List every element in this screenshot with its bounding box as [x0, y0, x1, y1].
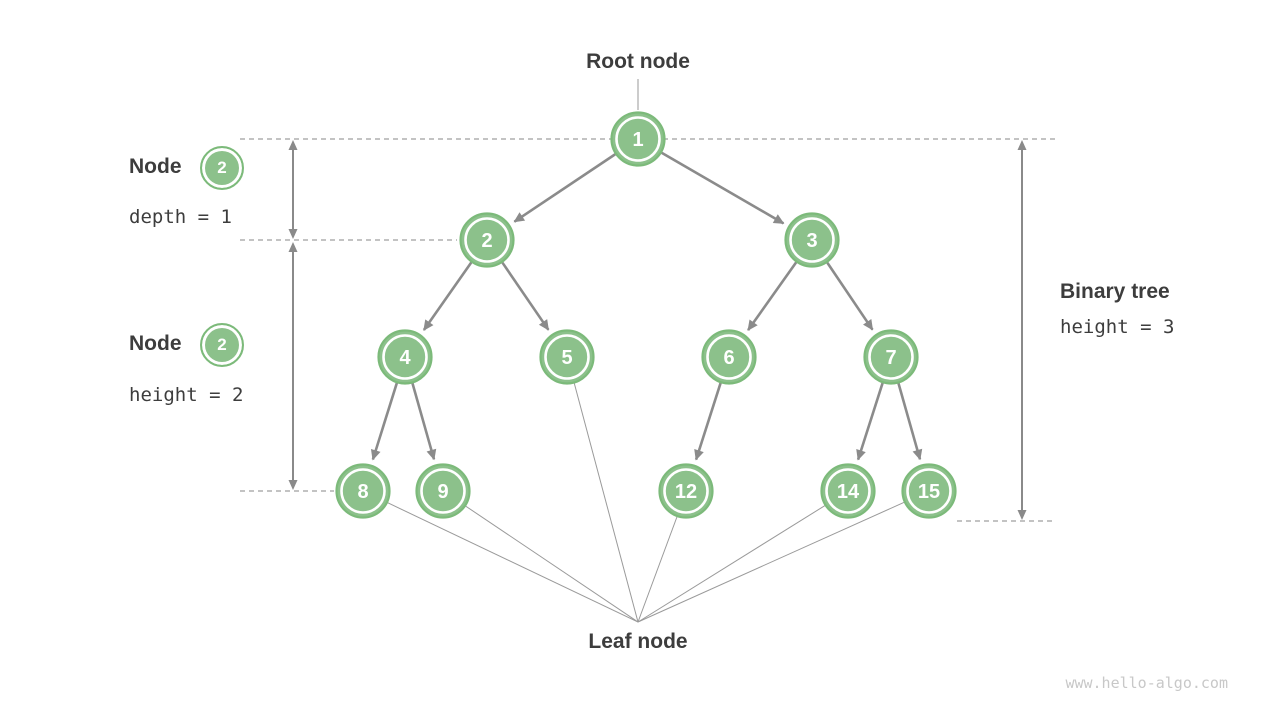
tree-edge-3-6 — [747, 261, 798, 331]
tree-nodes: 1 2 3 4 5 6 7 — [335, 111, 957, 519]
tree-edge-2-5 — [501, 261, 550, 331]
tree-node-15: 15 — [901, 463, 957, 519]
tree-node-12: 12 — [658, 463, 714, 519]
tree-node-value: 1 — [632, 129, 643, 151]
tree-node-value: 2 — [481, 230, 492, 252]
height-annotation-caption: height = 2 — [129, 384, 244, 406]
leaf-pointer-lines — [387, 382, 905, 623]
tree-node-6: 6 — [701, 329, 757, 385]
leaf-line-5 — [573, 382, 639, 623]
tree-node-value: 5 — [561, 347, 572, 369]
tree-edge-7-14 — [856, 382, 884, 461]
tree-edge-2-4 — [422, 261, 473, 331]
tree-node-14: 14 — [820, 463, 876, 519]
tree-node-value: 14 — [837, 481, 860, 503]
badge-value: 2 — [217, 335, 227, 354]
leaf-line-9 — [465, 505, 639, 623]
height-annotation-node-badge: 2 — [200, 323, 244, 367]
leaf-line-14 — [637, 504, 826, 623]
depth-annotation-caption: depth = 1 — [129, 206, 232, 228]
tree-node-value: 15 — [918, 481, 940, 503]
tree-height-annotation-title: Binary tree — [1060, 280, 1170, 303]
node-height-measure-arrow — [288, 242, 298, 490]
tree-node-8: 8 — [335, 463, 391, 519]
tree-edge-7-15 — [897, 382, 923, 461]
tree-node-7: 7 — [863, 329, 919, 385]
tree-height-measure-arrow — [1017, 140, 1027, 520]
leaf-line-15 — [637, 501, 905, 623]
tree-node-value: 7 — [885, 347, 896, 369]
leaf-node-label: Leaf node — [588, 630, 688, 653]
tree-node-9: 9 — [415, 463, 471, 519]
tree-node-value: 3 — [806, 230, 817, 252]
badge-value: 2 — [217, 158, 227, 177]
tree-node-value: 12 — [675, 481, 697, 503]
tree-edge-1-2 — [513, 152, 617, 223]
depth-annotation-title: Node — [129, 155, 182, 178]
tree-edges — [370, 151, 923, 461]
height-annotation-title: Node — [129, 332, 182, 355]
tree-node-3: 3 — [784, 212, 840, 268]
tree-edge-6-12 — [694, 382, 722, 461]
tree-node-value: 4 — [399, 347, 411, 369]
tree-edge-3-7 — [826, 261, 874, 331]
tree-node-2: 2 — [459, 212, 515, 268]
leaf-line-8 — [387, 502, 639, 623]
tree-edge-1-3 — [660, 151, 785, 225]
leaf-line-12 — [637, 516, 678, 623]
depth-measure-arrow — [288, 140, 298, 239]
tree-node-value: 6 — [723, 347, 734, 369]
tree-node-1: 1 — [610, 111, 666, 167]
watermark: www.hello-algo.com — [1065, 674, 1228, 692]
tree-edge-4-9 — [411, 382, 437, 461]
tree-node-5: 5 — [539, 329, 595, 385]
tree-node-value: 8 — [357, 481, 368, 503]
depth-annotation-node-badge: 2 — [200, 146, 244, 190]
tree-edge-4-8 — [370, 382, 399, 461]
tree-height-annotation-caption: height = 3 — [1060, 316, 1175, 338]
measurement-arrows — [288, 140, 1027, 520]
tree-node-4: 4 — [377, 329, 433, 385]
root-node-label: Root node — [586, 50, 690, 73]
tree-node-value: 9 — [437, 481, 448, 503]
